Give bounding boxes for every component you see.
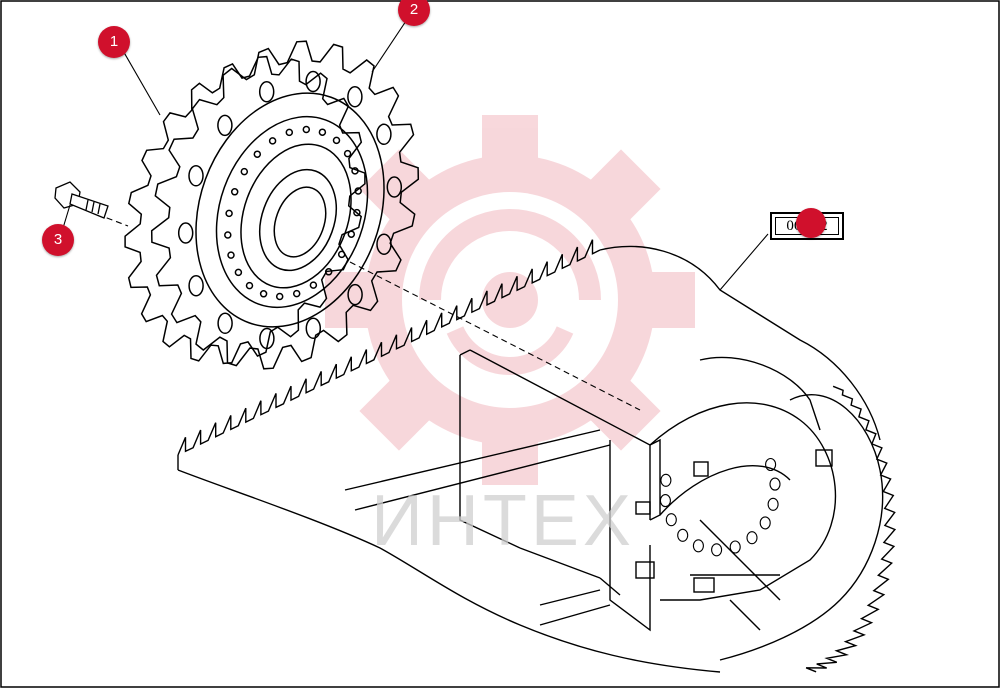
callout-1-label: 1 (109, 33, 119, 50)
sprocket-wheel (124, 40, 420, 370)
frame-bolt-holes (659, 457, 781, 557)
callout-2-label: 2 (409, 1, 419, 18)
callout-2[interactable]: 2 (398, 0, 430, 26)
sprocket-assembly-line (349, 261, 641, 411)
callout-3-label: 3 (53, 231, 63, 248)
bolt-part (54, 181, 109, 219)
callout-3[interactable]: 3 (42, 224, 74, 256)
track-frame (177, 239, 897, 673)
callout-1[interactable]: 1 (98, 26, 130, 58)
watermark-text: ИНТЕХ (371, 481, 635, 561)
callout-reference-marker[interactable] (796, 208, 826, 238)
watermark-gear-logo (325, 115, 695, 485)
